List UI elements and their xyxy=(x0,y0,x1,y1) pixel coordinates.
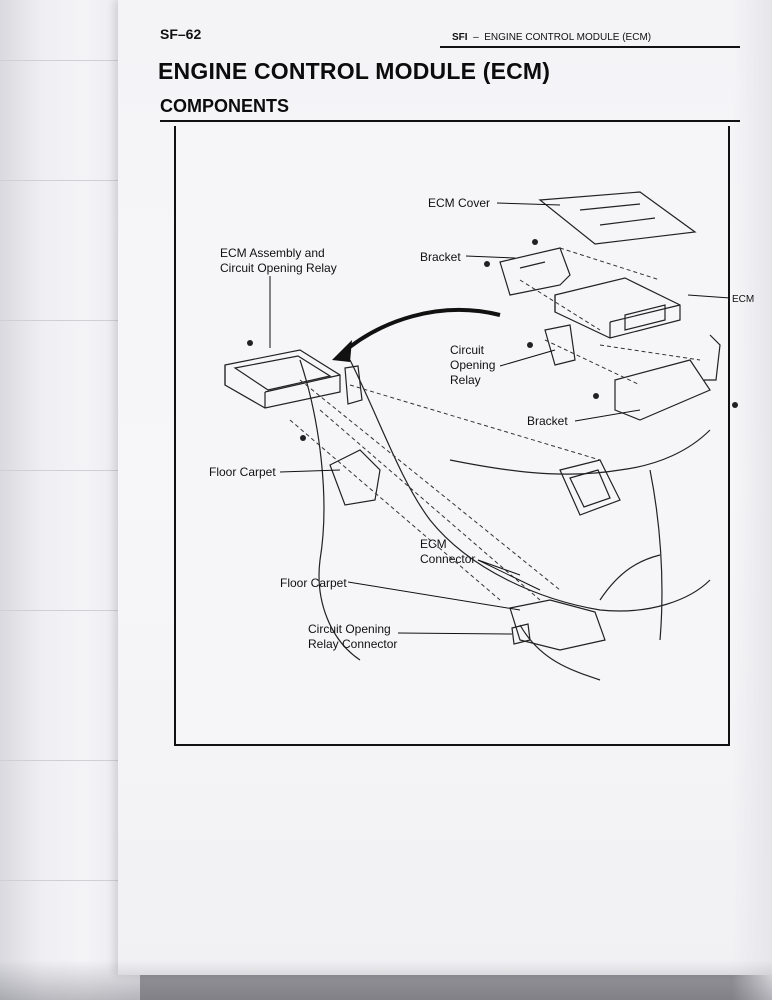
section-code: SFI xyxy=(452,32,468,43)
header-separator: – xyxy=(473,32,479,43)
label-ecm-connector-line2: Connector xyxy=(420,552,476,566)
label-floor-carpet-2: Floor Carpet xyxy=(280,576,347,590)
components-figure xyxy=(174,126,730,746)
label-ecm: ECM xyxy=(732,294,755,305)
running-title: ENGINE CONTROL MODULE (ECM) xyxy=(484,32,652,43)
label-ecm-cover: ECM Cover xyxy=(428,196,491,210)
label-relay-line2: Opening xyxy=(450,358,496,372)
label-floor-carpet-1: Floor Carpet xyxy=(209,465,276,479)
page-number: SF–62 xyxy=(160,26,202,42)
bottom-shadow xyxy=(0,960,772,1000)
section-subtitle: COMPONENTS xyxy=(160,96,290,116)
label-ecm-assembly-line2: Circuit Opening Relay xyxy=(220,261,337,275)
label-bracket-top: Bracket xyxy=(420,250,461,264)
label-ecm-connector-line1: ECM xyxy=(420,537,447,551)
header-rule xyxy=(440,46,740,48)
label-relay-line1: Circuit xyxy=(450,343,485,357)
label-relay-connector-line1: Circuit Opening xyxy=(308,622,391,636)
running-header: SFI – ENGINE CONTROL MODULE (ECM) xyxy=(452,32,651,43)
label-relay-line3: Relay xyxy=(450,373,481,387)
subtitle-rule xyxy=(160,120,740,122)
label-relay-connector-line2: Relay Connector xyxy=(308,637,398,651)
label-bracket-bottom: Bracket xyxy=(527,414,568,428)
page-title: ENGINE CONTROL MODULE (ECM) xyxy=(158,58,551,84)
label-ecm-assembly-line1: ECM Assembly and xyxy=(220,246,325,260)
page-stack-edge xyxy=(0,0,140,1000)
page-curl-shadow xyxy=(732,0,772,1000)
